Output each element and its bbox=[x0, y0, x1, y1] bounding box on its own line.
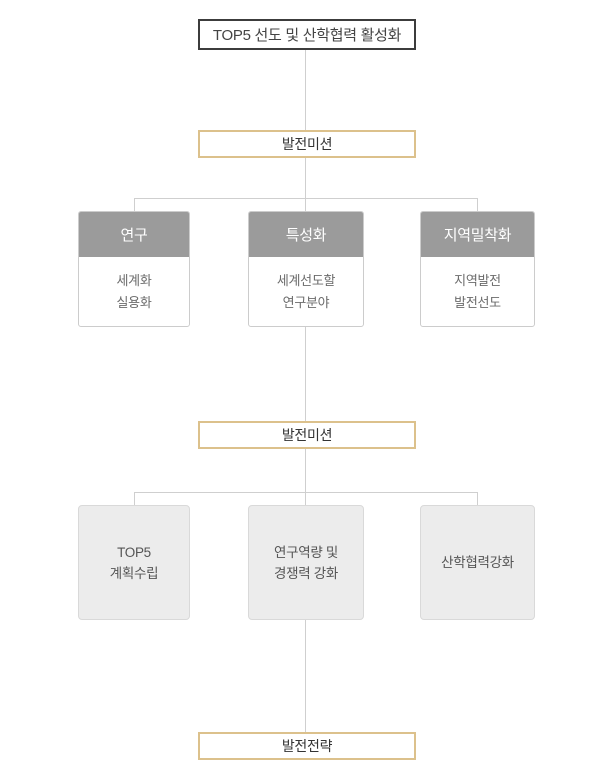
pillar-research-body: 세계화 실용화 bbox=[79, 257, 189, 326]
strategy-industry-cooperation-line-1: 산학협력강화 bbox=[441, 555, 514, 570]
connector-line bbox=[134, 492, 478, 493]
pillar-specialization-line-1: 세계선도할 bbox=[276, 272, 336, 288]
connector-line bbox=[305, 158, 306, 198]
connector-line bbox=[305, 327, 306, 421]
pillar-regional-line-2: 발전선도 bbox=[454, 294, 501, 310]
connector-line bbox=[305, 492, 306, 506]
strategy-top5-plan-line-2: 계획수립 bbox=[109, 565, 159, 581]
strategy-band-label: 발전전략 bbox=[281, 738, 333, 754]
root-goal-box: TOP5 선도 및 산학협력 활성화 bbox=[198, 19, 416, 50]
connector-line bbox=[134, 198, 135, 212]
connector-line bbox=[477, 198, 478, 212]
root-goal-label: TOP5 선도 및 산학협력 활성화 bbox=[212, 27, 402, 44]
mission-band-mid-label: 발전미션 bbox=[281, 427, 333, 443]
pillar-regional-line-1: 지역발전 bbox=[454, 272, 501, 288]
pillar-regional-body: 지역발전 발전선도 bbox=[421, 257, 534, 326]
mission-band-top-label: 발전미션 bbox=[281, 136, 333, 152]
pillar-research-line-1: 세계화 bbox=[116, 272, 152, 288]
connector-line bbox=[134, 492, 135, 506]
pillar-research: 연구 세계화 실용화 bbox=[78, 211, 190, 327]
pillar-specialization-body: 세계선도할 연구분야 bbox=[249, 257, 363, 326]
pillar-research-line-2: 실용화 bbox=[116, 294, 152, 310]
strategy-research-capability-line-2: 경쟁력 강화 bbox=[273, 565, 339, 581]
connector-line bbox=[477, 492, 478, 506]
connector-line bbox=[134, 198, 478, 199]
mission-band-top: 발전미션 bbox=[198, 130, 416, 158]
pillar-specialization-header: 특성화 bbox=[249, 212, 363, 257]
pillar-specialization: 특성화 세계선도할 연구분야 bbox=[248, 211, 364, 327]
pillar-regional: 지역밀착화 지역발전 발전선도 bbox=[420, 211, 535, 327]
strategy-research-capability: 연구역량 및 경쟁력 강화 bbox=[248, 505, 364, 620]
pillar-regional-header: 지역밀착화 bbox=[421, 212, 534, 257]
strategy-industry-cooperation: 산학협력강화 bbox=[420, 505, 535, 620]
pillar-specialization-line-2: 연구분야 bbox=[282, 294, 330, 310]
strategy-research-capability-line-1: 연구역량 및 bbox=[273, 544, 339, 560]
pillar-research-header: 연구 bbox=[79, 212, 189, 257]
connector-line bbox=[305, 449, 306, 492]
strategy-band: 발전전략 bbox=[198, 732, 416, 760]
connector-line bbox=[305, 198, 306, 212]
connector-line bbox=[305, 50, 306, 130]
connector-line bbox=[305, 620, 306, 732]
mission-band-mid: 발전미션 bbox=[198, 421, 416, 449]
strategy-top5-plan: TOP5 계획수립 bbox=[78, 505, 190, 620]
strategy-top5-plan-line-1: TOP5 bbox=[117, 544, 151, 560]
